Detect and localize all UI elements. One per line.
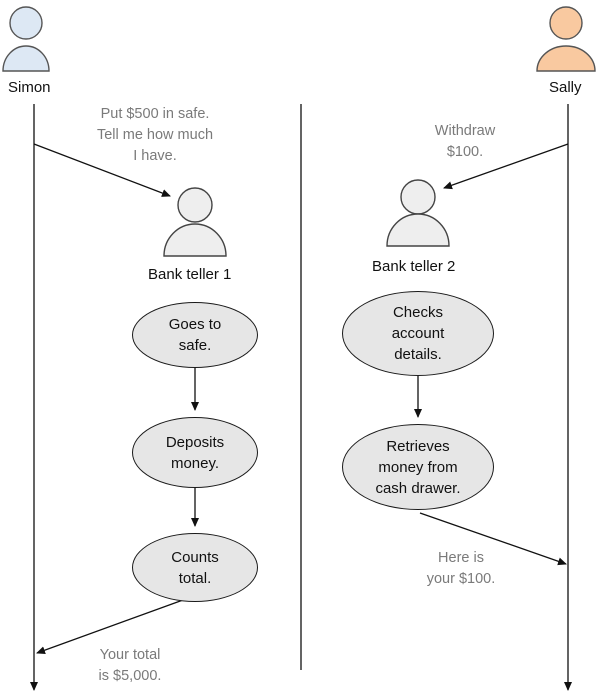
note-line: Your total [99, 647, 161, 663]
teller2-head [400, 179, 436, 215]
teller1-to-simon-arrow [36, 599, 184, 655]
simon-to-teller1-arrow [33, 143, 171, 197]
note-line: $100. [446, 144, 484, 160]
teller2-person-icon [386, 179, 450, 247]
simon-head [9, 6, 43, 40]
sally-label: Sally [549, 79, 582, 96]
teller1-reply-note: Your total is $5,000. [80, 645, 180, 687]
teller2-to-sally-arrow [419, 512, 567, 566]
sally-body [536, 45, 596, 72]
teller2-label: Bank teller 2 [372, 258, 456, 275]
simon-person-icon [2, 6, 50, 72]
note-line: Here is [438, 550, 484, 566]
teller1-head [177, 187, 213, 223]
teller1-body [163, 223, 227, 257]
simon-request-note: Put $500 in safe. Tell me how much I hav… [80, 104, 230, 167]
simon-label: Simon [8, 79, 51, 96]
note-line: is $5,000. [98, 668, 162, 684]
teller2-body [386, 213, 450, 247]
sally-to-teller2-arrow [443, 143, 569, 190]
sally-request-note: Withdraw $100. [415, 121, 515, 163]
note-line: Tell me how much [96, 127, 214, 143]
note-line: Put $500 in safe. [100, 106, 210, 122]
teller1-label: Bank teller 1 [148, 266, 232, 283]
teller1-person-icon [163, 187, 227, 257]
note-line: your $100. [426, 571, 496, 587]
teller2-reply-note: Here is your $100. [411, 548, 511, 590]
simon-body [2, 45, 50, 72]
note-line: I have. [133, 148, 177, 164]
sally-person-icon [536, 6, 596, 72]
sally-head [549, 6, 583, 40]
note-line: Withdraw [434, 123, 496, 139]
